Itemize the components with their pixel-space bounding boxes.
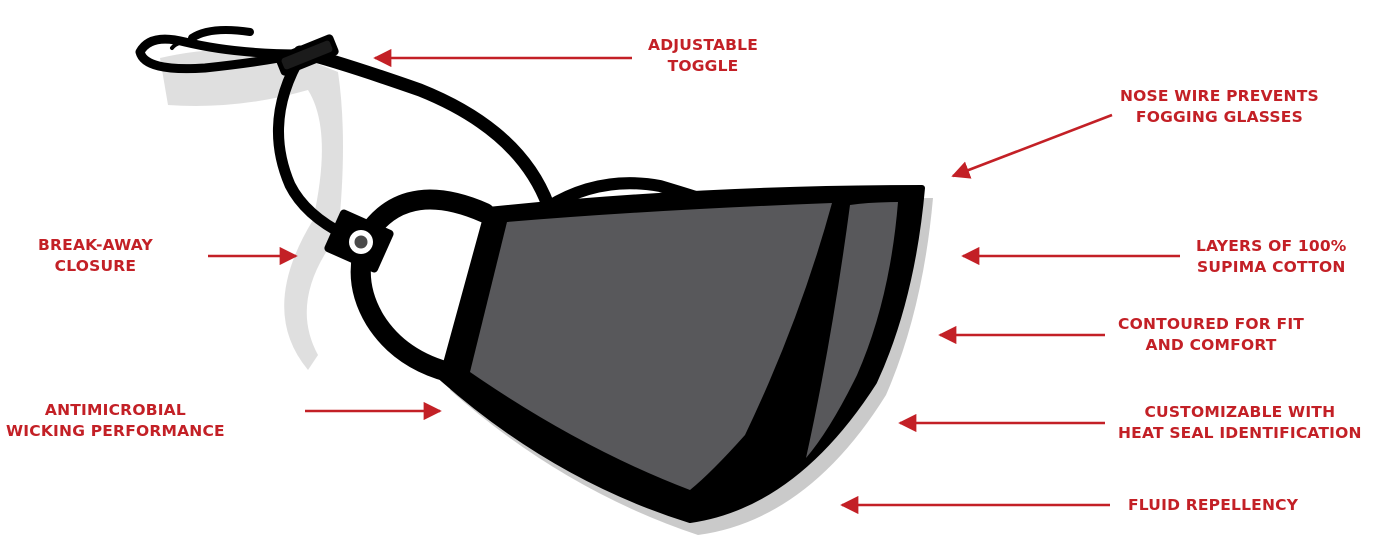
callout-arrows bbox=[208, 48, 1180, 515]
label-line: WICKING PERFORMANCE bbox=[6, 422, 225, 440]
label-line: LAYERS OF 100% bbox=[1196, 237, 1347, 255]
cord-lock-icon bbox=[275, 34, 339, 76]
label-line: CLOSURE bbox=[54, 257, 137, 275]
strap-cord bbox=[135, 26, 555, 241]
label-fluid-repellency: FLUID REPELLENCY bbox=[1128, 495, 1298, 516]
label-nose-wire: NOSE WIRE PREVENTS FOGGING GLASSES bbox=[1120, 86, 1319, 128]
label-line: TOGGLE bbox=[667, 57, 739, 75]
label-customizable: CUSTOMIZABLE WITH HEAT SEAL IDENTIFICATI… bbox=[1118, 402, 1362, 444]
arrow-nose-wire bbox=[951, 113, 1113, 179]
label-adjustable-toggle: ADJUSTABLE TOGGLE bbox=[648, 35, 758, 77]
label-antimicrobial: ANTIMICROBIAL WICKING PERFORMANCE bbox=[6, 400, 225, 442]
mask-body bbox=[439, 177, 925, 523]
label-line: ANTIMICROBIAL bbox=[44, 401, 186, 419]
label-line: HEAT SEAL IDENTIFICATION bbox=[1118, 424, 1362, 442]
label-line: BREAK-AWAY bbox=[38, 236, 153, 254]
label-contoured-fit: CONTOURED FOR FIT AND COMFORT bbox=[1118, 314, 1304, 356]
label-line: SUPIMA COTTON bbox=[1197, 258, 1346, 276]
label-line: FOGGING GLASSES bbox=[1135, 108, 1303, 126]
label-supima-cotton: LAYERS OF 100% SUPIMA COTTON bbox=[1196, 236, 1347, 278]
label-line: CONTOURED FOR FIT bbox=[1118, 315, 1305, 333]
break-away-tab-icon bbox=[324, 209, 394, 273]
label-line: ADJUSTABLE bbox=[648, 36, 759, 54]
label-break-away-closure: BREAK-AWAY CLOSURE bbox=[38, 235, 153, 277]
label-line: NOSE WIRE PREVENTS bbox=[1120, 87, 1319, 105]
label-line: AND COMFORT bbox=[1145, 336, 1277, 354]
label-line: FLUID REPELLENCY bbox=[1128, 496, 1299, 514]
label-line: CUSTOMIZABLE WITH bbox=[1144, 403, 1336, 421]
